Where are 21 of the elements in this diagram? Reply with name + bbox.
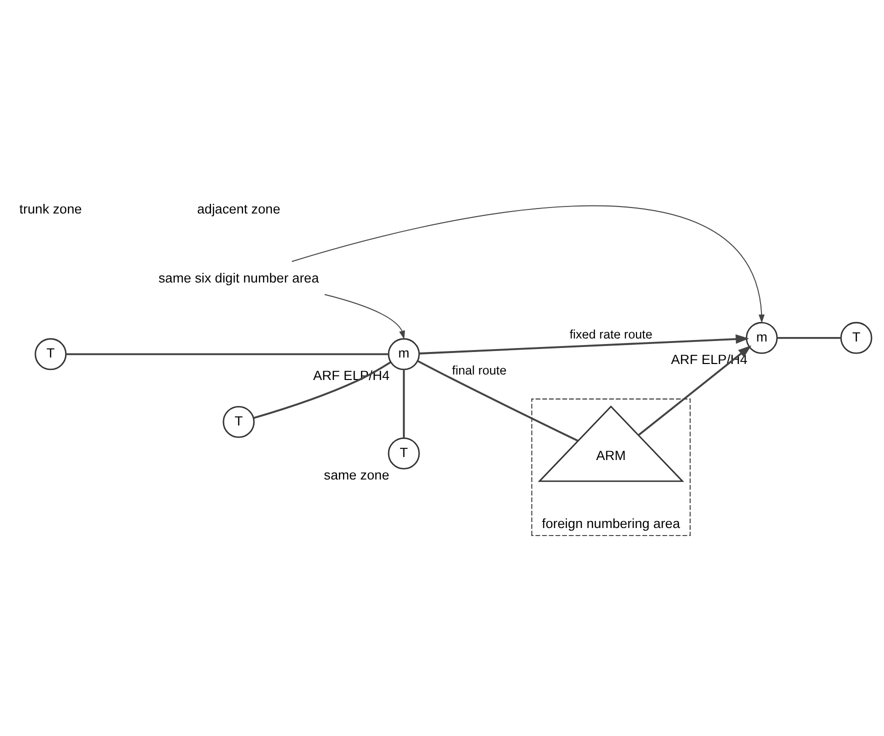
edge-label: final route [452, 364, 507, 378]
node-circle: T [34, 338, 67, 370]
node-text: same six digit number area [158, 270, 319, 286]
node-circle: T [388, 437, 420, 470]
label: trunk zone [19, 202, 82, 217]
connector [402, 370, 405, 438]
label: adjacent zone [197, 202, 280, 217]
edge-label: fixed rate route [570, 327, 652, 342]
node-circle: T [222, 406, 255, 438]
node-label: same zone [324, 467, 390, 482]
connector [417, 360, 578, 442]
connector [253, 362, 391, 419]
arrow [419, 334, 750, 354]
connector [66, 353, 389, 356]
arrow [291, 206, 765, 324]
arrow [324, 294, 405, 340]
node-circle: m [388, 338, 420, 370]
connector [777, 336, 841, 339]
node-circle: m [746, 322, 778, 354]
node-circle: T [840, 322, 872, 354]
arrow [638, 345, 752, 436]
